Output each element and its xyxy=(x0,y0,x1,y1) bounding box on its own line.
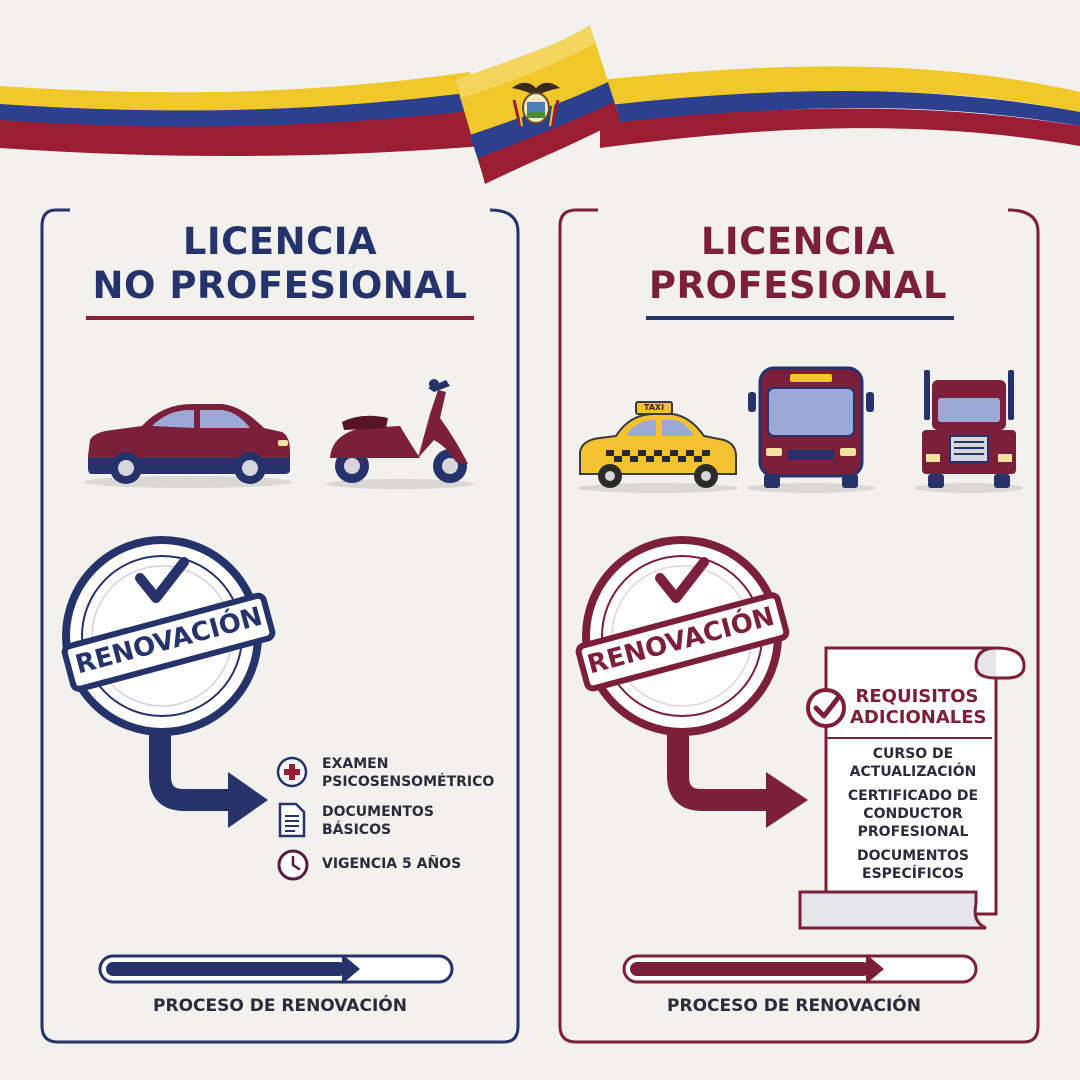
taxi-sign-label: TAXI xyxy=(643,403,665,412)
right-panel: LICENCIA PROFESIONAL TAXI xyxy=(558,208,1040,1044)
requirement-3-line-1: DOCUMENTOS xyxy=(857,848,969,864)
bus-icon xyxy=(747,366,875,493)
right-title-line2: PROFESIONAL xyxy=(648,264,948,307)
left-step-1-line-2: PSICOSENSOMÉTRICO xyxy=(322,774,495,790)
car-icon xyxy=(84,404,292,488)
right-title-line1: LICENCIA xyxy=(700,220,896,263)
right-title-underline xyxy=(646,316,954,320)
clock-icon xyxy=(277,849,309,881)
left-panel-frame xyxy=(40,208,520,1044)
right-progress-fill xyxy=(630,962,870,976)
left-progress-label: PROCESO DE RENOVACIÓN xyxy=(153,996,407,1016)
taxi-icon xyxy=(578,401,738,493)
scooter-icon xyxy=(326,379,474,489)
left-progress-fill xyxy=(106,962,346,976)
right-flow-arrow xyxy=(667,728,808,828)
truck-icon xyxy=(915,370,1023,493)
left-flow-arrow xyxy=(149,728,268,828)
requirement-2-line-3: PROFESIONAL xyxy=(857,824,969,840)
left-panel: LICENCIA NO PROFESIONAL RENOVACIÓN xyxy=(40,208,520,1044)
requirement-2-line-2: CONDUCTOR xyxy=(863,806,963,822)
left-step-2-line-1: DOCUMENTOS xyxy=(322,804,434,820)
left-title-underline xyxy=(86,316,474,320)
flag-ribbon xyxy=(0,25,1080,184)
left-step-1-line-1: EXAMEN xyxy=(322,756,389,772)
left-title-line2: NO PROFESIONAL xyxy=(92,264,468,307)
renovacion-stamp-right xyxy=(575,536,790,736)
ecuador-coat-of-arms-icon xyxy=(512,82,560,127)
requirement-3-line-2: ESPECÍFICOS xyxy=(862,866,964,882)
medical-cross-icon xyxy=(276,756,308,788)
requirement-1-line-2: ACTUALIZACIÓN xyxy=(849,764,977,780)
document-icon xyxy=(278,802,306,838)
left-title-line1: LICENCIA xyxy=(182,220,378,263)
right-progress-bar xyxy=(622,954,978,984)
requirement-2-line-1: CERTIFICADO DE xyxy=(847,788,979,804)
requirements-check-icon xyxy=(806,688,846,728)
requirements-scroll xyxy=(798,646,1026,930)
requirement-1-line-1: CURSO DE xyxy=(872,746,954,762)
right-panel-frame xyxy=(558,208,1040,1044)
requirements-title-line2: ADICIONALES xyxy=(850,707,987,728)
left-step-3-line-1: VIGENCIA 5 AÑOS xyxy=(322,856,462,872)
left-progress-bar xyxy=(98,954,454,984)
requirements-title-line1: REQUISITOS xyxy=(855,686,979,707)
left-step-2-line-2: BÁSICOS xyxy=(322,822,392,838)
right-progress-label: PROCESO DE RENOVACIÓN xyxy=(667,996,921,1016)
